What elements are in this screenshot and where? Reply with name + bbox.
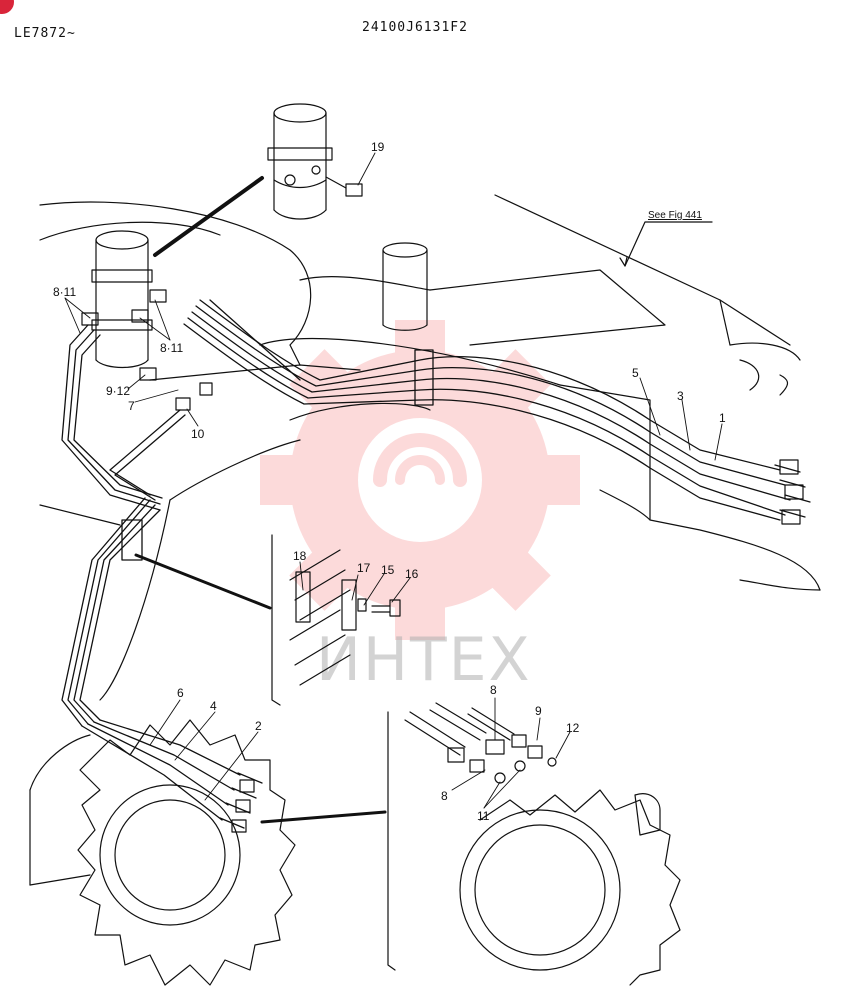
callout-17: 17: [357, 561, 371, 575]
callout-7: 7: [128, 399, 135, 413]
drive-sprocket-left: [29, 719, 296, 986]
callout-15: 15: [381, 563, 395, 577]
detail-pointer-top: [153, 176, 264, 257]
callout-labels: 19 8·11 8·11 9·12 7 10 5 3 1 18 17 15 16…: [53, 140, 726, 823]
clamp-detail-inset: [134, 534, 401, 706]
callout-19: 19: [371, 140, 385, 154]
callout-5: 5: [632, 366, 639, 380]
left-motor: [91, 230, 153, 369]
watermark-text: ИНТЕХ: [316, 625, 532, 695]
callout-9: 9: [535, 704, 542, 718]
reference-arrowhead: [619, 256, 628, 267]
callout-2: 2: [255, 719, 262, 733]
callout-4: 4: [210, 699, 217, 713]
watermark-gear-logo: [260, 320, 580, 640]
serial-range-label: LE7872~: [14, 26, 76, 41]
fitting-detail-inset: [260, 702, 681, 986]
callout-10: 10: [191, 427, 205, 441]
callout-11: 11: [477, 809, 490, 823]
reference-leader: [624, 221, 713, 267]
upper-structure-outline: [39, 194, 821, 701]
callout-1: 1: [719, 411, 726, 425]
callout-8-bottom: 8: [441, 789, 448, 803]
drawing-number: 24100J6131F2: [362, 20, 468, 35]
detail-motor: [267, 103, 363, 220]
callout-3: 3: [677, 389, 684, 403]
see-fig-reference: See Fig 441: [648, 210, 702, 221]
swivel-post: [382, 242, 428, 331]
callout-12: 12: [566, 721, 580, 735]
fittings: [81, 289, 804, 833]
callout-6: 6: [177, 686, 184, 700]
callout-8-11-left: 8·11: [53, 285, 76, 299]
hydraulic-lines: [61, 299, 811, 829]
callout-18: 18: [293, 549, 307, 563]
callout-8-top: 8: [490, 683, 497, 697]
callout-16: 16: [405, 567, 419, 581]
callout-8-11-mid: 8·11: [160, 341, 183, 355]
callout-leaders: [64, 152, 723, 809]
callout-9-12: 9·12: [106, 384, 130, 398]
